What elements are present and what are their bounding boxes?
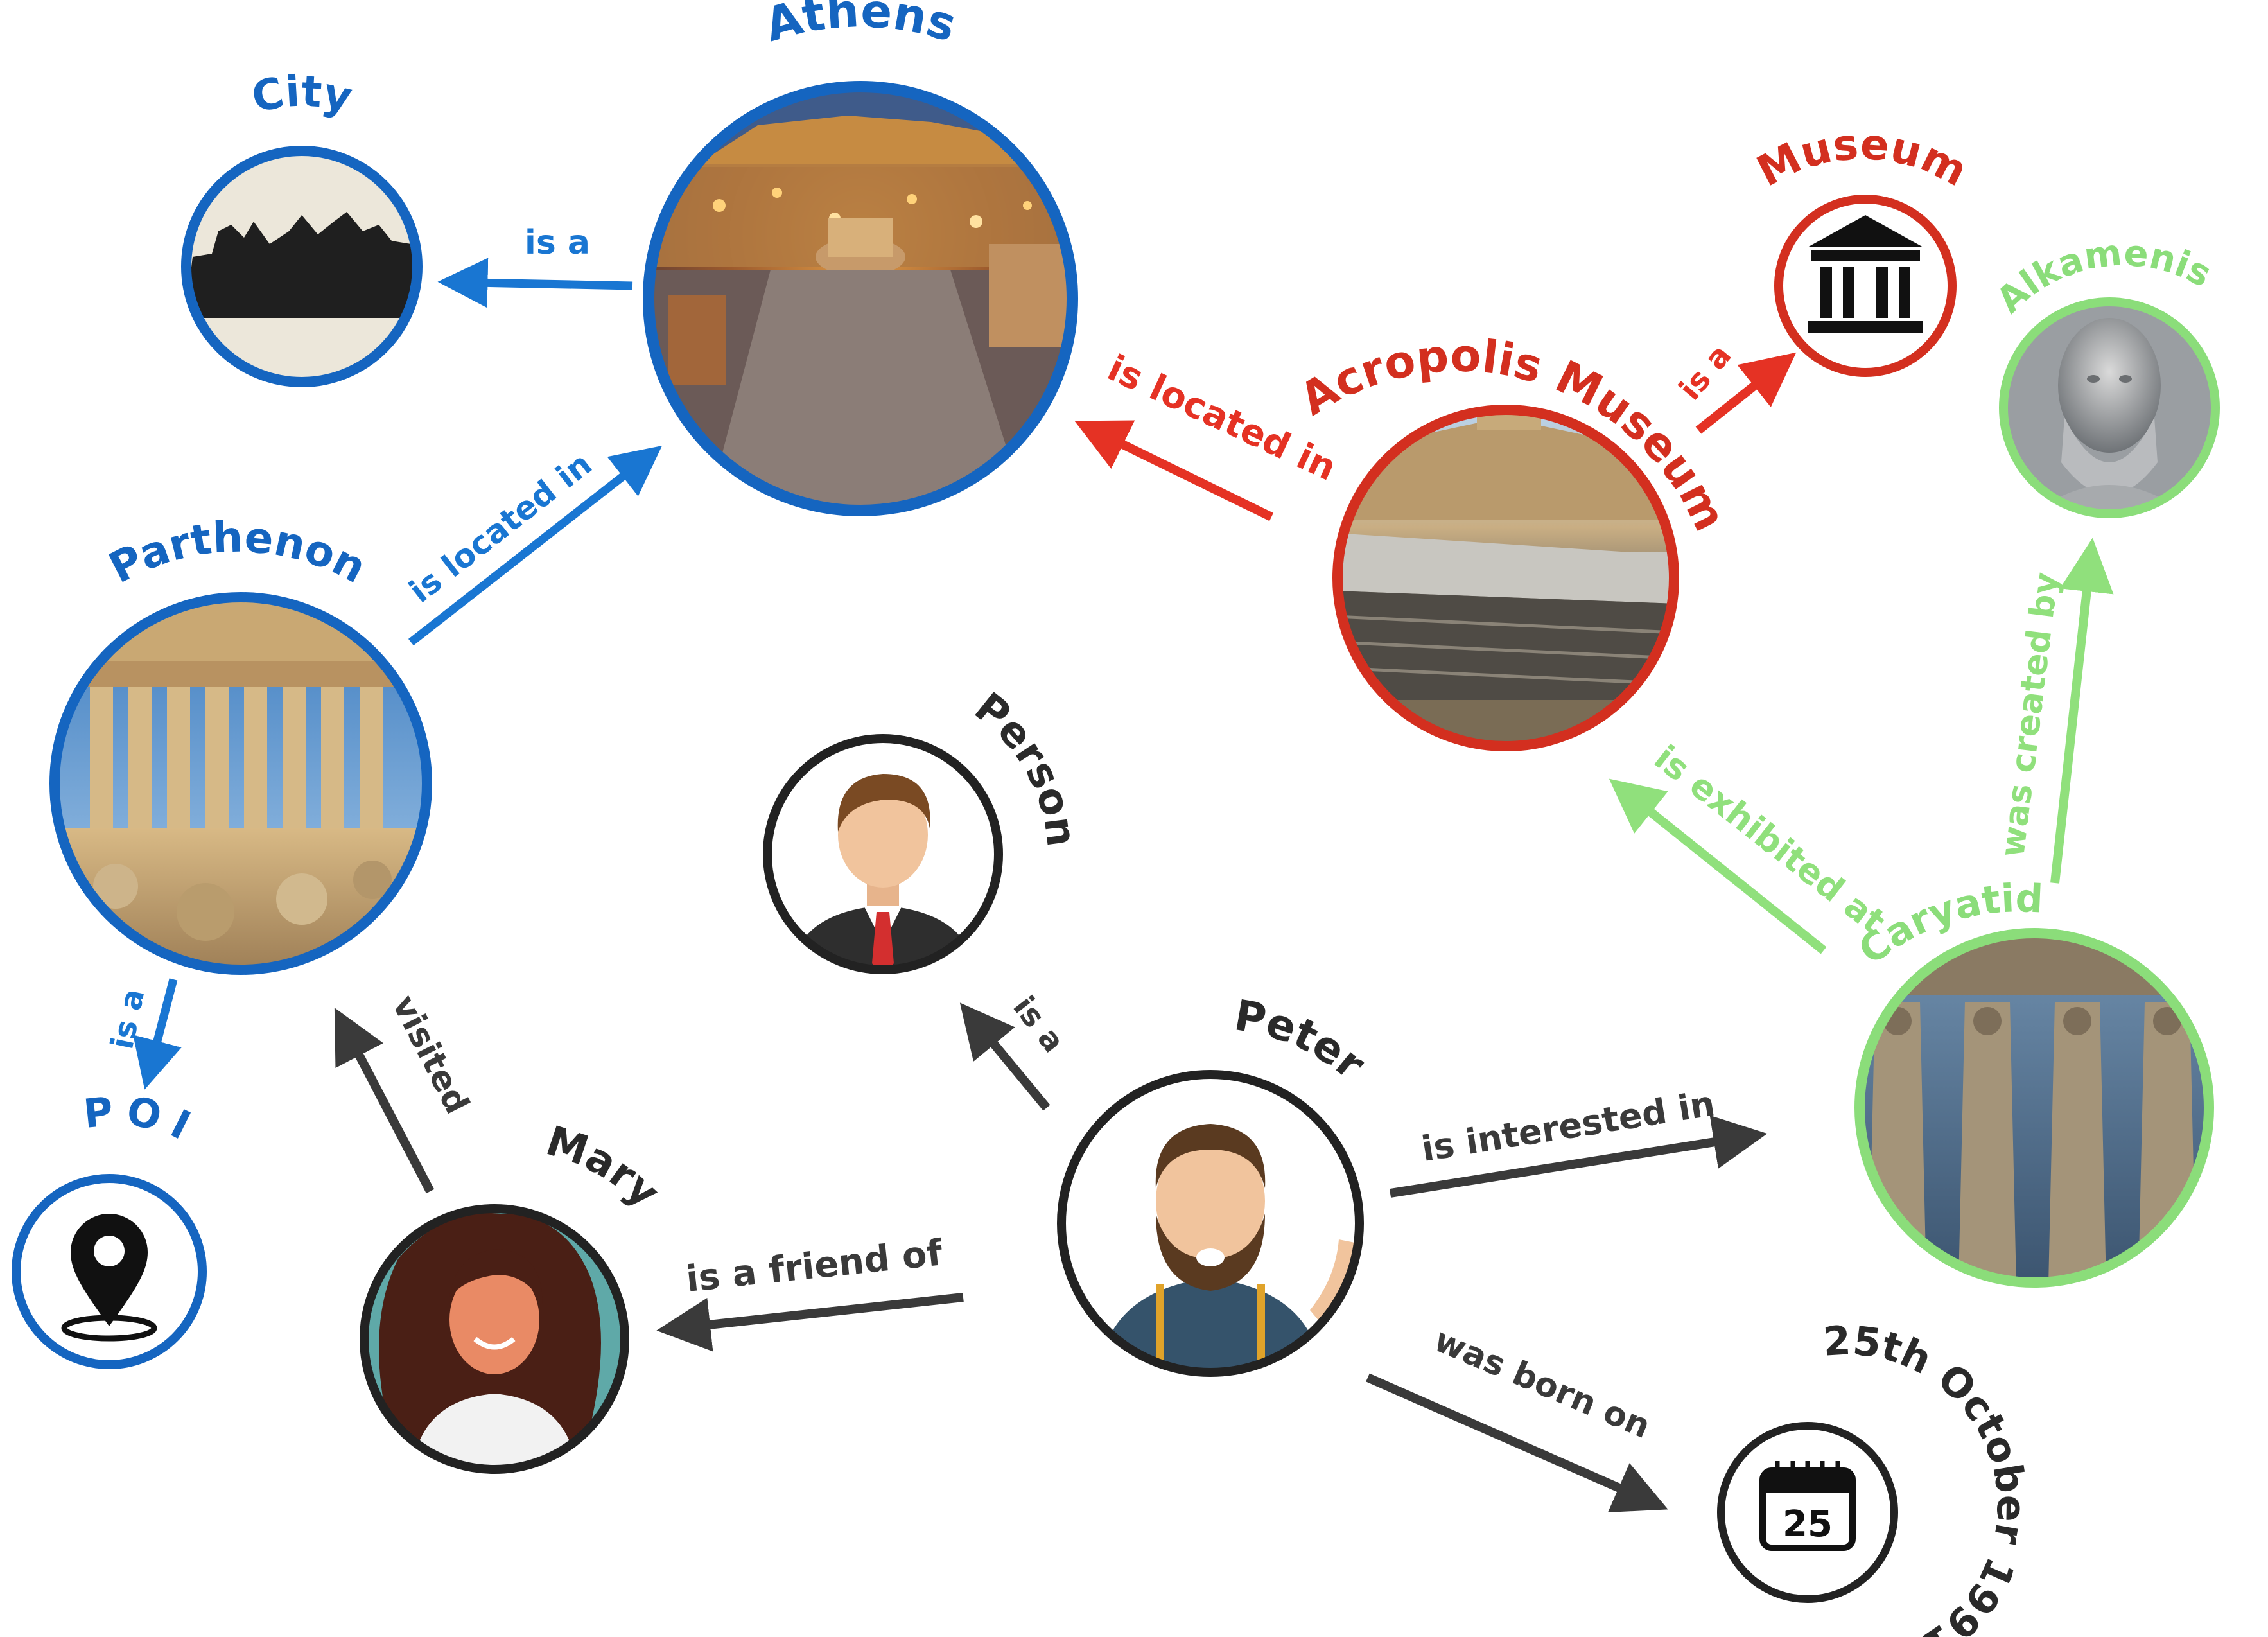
edge-label-mary-visited-parthenon: visited	[385, 990, 476, 1121]
node-mary: Mary	[360, 1117, 668, 1474]
node-poi: POI	[12, 1087, 207, 1369]
bust-statue-photo	[2036, 318, 2183, 514]
city-skyline-icon	[186, 212, 417, 318]
calendar-icon: 25	[1759, 1461, 1856, 1551]
edge-acropolis-museum: is a	[1672, 338, 1797, 434]
edge-athens-city: is a	[437, 223, 633, 308]
acropolis-museum-photo	[1338, 411, 1674, 746]
edge-caryatid-alkamenis: was created by	[1993, 538, 2114, 884]
edge-label-acropolis-is-a-museum: is a	[1672, 338, 1738, 407]
map-pin-icon	[61, 1214, 157, 1342]
node-parthenon: Parthenon	[49, 512, 432, 975]
node-alkamenis: Alkamenis	[1989, 232, 2220, 518]
edge-label-peter-friend-of-mary: is a friend of	[684, 1232, 945, 1300]
node-title-mary: Mary	[541, 1117, 668, 1217]
edge-caryatid-museum: is exhibited at	[1609, 737, 1893, 954]
node-museum: Museum	[1749, 119, 1975, 377]
node-title-athens: Athens	[759, 0, 963, 52]
node-peter: Peter	[1057, 990, 1375, 1377]
edge-label-museum-located-in-athens: is located in	[1101, 347, 1343, 489]
node-athens: Athens	[643, 0, 1078, 516]
edge-label-peter-born-on-date: was born on	[1429, 1321, 1656, 1446]
museum-building-icon	[1808, 215, 1923, 333]
node-date: 25 25th October 1991	[1717, 1317, 2035, 1637]
edge-peter-date: was born on	[1366, 1321, 1668, 1513]
node-city: City	[181, 66, 423, 387]
edge-label-parthenon-located-in-athens: is located in	[403, 445, 599, 610]
edge-peter-mary: is a friend of	[656, 1232, 964, 1352]
node-person: Person	[763, 684, 1085, 974]
edge-parthenon-poi: is a	[104, 978, 182, 1090]
calendar-day-number: 25	[1783, 1503, 1833, 1545]
woman-avatar-icon	[379, 1212, 601, 1469]
edge-label-peter-interested-in-caryatid: is interested in	[1418, 1083, 1717, 1169]
edge-label-peter-is-a-person: is a	[1006, 990, 1072, 1060]
node-caryatid: Caryatid	[1851, 876, 2214, 1288]
edge-parthenon-athens: is located in	[403, 445, 663, 646]
node-title-poi: POI	[82, 1087, 207, 1153]
edge-peter-caryatid: is interested in	[1389, 1083, 1768, 1198]
node-title-museum: Museum	[1749, 119, 1975, 197]
node-title-city: City	[247, 66, 356, 122]
node-title-peter: Peter	[1231, 990, 1375, 1089]
node-acropolis-museum: Acropolis Museum	[1291, 329, 1736, 751]
edge-label-parthenon-is-a-poi: is a	[104, 986, 152, 1053]
node-title-parthenon: Parthenon	[101, 512, 374, 593]
edge-label-athens-is-a-city: is a	[525, 223, 590, 262]
edge-mary-parthenon: visited	[334, 990, 476, 1194]
bearded-man-icon	[1098, 1124, 1355, 1372]
edge-peter-person: is a	[959, 990, 1072, 1111]
edge-label-caryatid-created-by-alkamenis: was created by	[1993, 570, 2066, 859]
